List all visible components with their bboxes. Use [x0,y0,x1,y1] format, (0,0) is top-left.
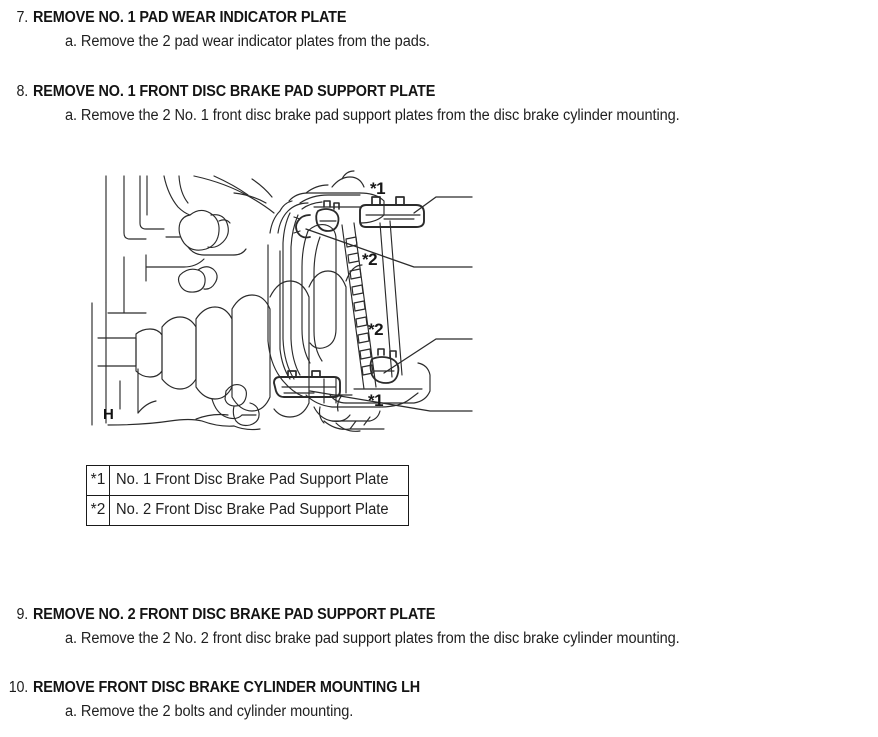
legend-description-text: No. 1 Front Disc Brake Pad Support Plate [116,471,389,488]
step-title: REMOVE NO. 1 FRONT DISC BRAKE PAD SUPPOR… [33,83,436,100]
step-substep: a. Remove the 2 bolts and cylinder mount… [65,703,354,720]
callout-label-2-upper: *2 [362,250,378,269]
step-substep: a. Remove the 2 No. 1 front disc brake p… [65,107,680,124]
callout-label-1-lower: *1 [368,391,384,410]
brake-assembly-line-drawing [91,170,473,432]
step-title: REMOVE NO. 1 PAD WEAR INDICATOR PLATE [33,9,347,26]
step-heading: 9. REMOVE NO. 2 FRONT DISC BRAKE PAD SUP… [0,606,878,624]
legend-description: No. 1 Front Disc Brake Pad Support Plate [109,465,409,496]
table-row: *2 No. 2 Front Disc Brake Pad Support Pl… [86,495,409,526]
legend-description: No. 2 Front Disc Brake Pad Support Plate [109,495,409,526]
step-title: REMOVE NO. 2 FRONT DISC BRAKE PAD SUPPOR… [33,606,436,623]
procedure-step-8: 8. REMOVE NO. 1 FRONT DISC BRAKE PAD SUP… [0,83,878,125]
legend-key: *1 [86,465,110,496]
step-substep: a. Remove the 2 pad wear indicator plate… [65,33,430,50]
procedure-step-9: 9. REMOVE NO. 2 FRONT DISC BRAKE PAD SUP… [0,606,878,648]
procedure-step-10: 10. REMOVE FRONT DISC BRAKE CYLINDER MOU… [0,679,878,721]
step-heading: 8. REMOVE NO. 1 FRONT DISC BRAKE PAD SUP… [0,83,878,101]
step-number: 7. [16,9,28,26]
procedure-step-7: 7. REMOVE NO. 1 PAD WEAR INDICATOR PLATE… [0,9,878,51]
step-heading: 10. REMOVE FRONT DISC BRAKE CYLINDER MOU… [0,679,878,697]
legend-key: *2 [86,495,110,526]
step-title: REMOVE FRONT DISC BRAKE CYLINDER MOUNTIN… [33,679,421,696]
step-number: 10. [8,679,28,696]
callout-label-2-lower: *2 [368,320,384,339]
table-row: *1 No. 1 Front Disc Brake Pad Support Pl… [86,465,409,496]
orientation-marker-h: H [103,406,114,423]
callout-label-1-upper: *1 [370,179,386,198]
step-number: 8. [16,83,28,100]
step-number: 9. [16,606,28,623]
brake-assembly-figure: H [84,163,504,433]
figure-legend-table: *1 No. 1 Front Disc Brake Pad Support Pl… [86,465,409,526]
step-substep: a. Remove the 2 No. 2 front disc brake p… [65,630,680,647]
legend-description-text: No. 2 Front Disc Brake Pad Support Plate [116,501,389,518]
step-heading: 7. REMOVE NO. 1 PAD WEAR INDICATOR PLATE [0,9,878,27]
